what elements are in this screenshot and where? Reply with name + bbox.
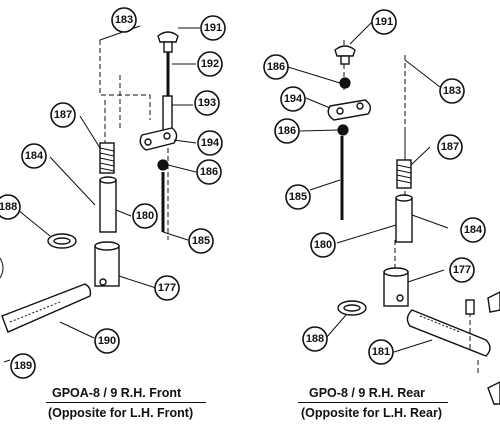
- svg-text:183: 183: [443, 85, 461, 97]
- callout-181: 181: [368, 339, 394, 365]
- svg-text:191: 191: [375, 16, 393, 28]
- svg-text:180: 180: [136, 210, 154, 222]
- svg-text:177: 177: [453, 264, 471, 276]
- callout-185-left: 185: [188, 228, 214, 254]
- svg-text:177: 177: [158, 282, 176, 294]
- callout-184-left: 184: [21, 143, 47, 169]
- small-pin-part: [465, 299, 475, 315]
- ball-part: [157, 159, 169, 171]
- knob-part: [157, 31, 179, 53]
- svg-text:186: 186: [267, 61, 285, 73]
- small-spring-part: [99, 142, 115, 174]
- svg-text:192: 192: [201, 58, 219, 70]
- svg-text:181: 181: [372, 346, 390, 358]
- svg-text:194: 194: [201, 137, 220, 149]
- link-plate-part-right: [327, 99, 372, 121]
- housing-part-right: [383, 267, 409, 307]
- ball-part-right-bottom: [337, 124, 349, 136]
- callout-185-right: 185: [285, 184, 311, 210]
- right-caption-subtitle: (Opposite for L.H. Rear): [301, 406, 442, 420]
- partial-callout-edge: [0, 257, 4, 279]
- left-caption-subtitle: (Opposite for L.H. Front): [48, 406, 194, 420]
- knob-part-right: [334, 45, 356, 65]
- callout-190: 190: [94, 328, 120, 354]
- svg-text:187: 187: [441, 141, 459, 153]
- clip-part-right: [337, 300, 367, 316]
- callout-189: 189: [10, 353, 36, 379]
- callout-188-left: 188: [0, 194, 21, 220]
- svg-text:187: 187: [54, 109, 72, 121]
- callout-194-right: 194: [280, 86, 306, 112]
- callout-183-left: 183: [111, 7, 137, 33]
- callout-186-left: 186: [196, 159, 222, 185]
- svg-text:194: 194: [284, 93, 303, 105]
- svg-text:189: 189: [14, 360, 32, 372]
- pin-part: [1, 283, 92, 333]
- callout-186-right-bottom: 186: [274, 118, 300, 144]
- callout-184-right: 184: [460, 217, 486, 243]
- ball-part-right-top: [339, 77, 351, 89]
- callout-180-left: 180: [132, 203, 158, 229]
- svg-text:191: 191: [204, 22, 222, 34]
- left-caption-rule: [46, 402, 206, 403]
- svg-text:186: 186: [278, 125, 296, 137]
- small-spring-part-right: [396, 159, 412, 189]
- callout-194-left: 194: [197, 130, 223, 156]
- callout-193: 193: [194, 90, 220, 116]
- spring-part: [162, 95, 173, 133]
- right-assembly: [287, 21, 500, 405]
- callout-183-right: 183: [439, 78, 465, 104]
- svg-text:184: 184: [464, 224, 483, 236]
- callout-191-right: 191: [371, 9, 397, 35]
- svg-text:193: 193: [198, 97, 216, 109]
- callout-192: 192: [197, 51, 223, 77]
- svg-text:184: 184: [25, 150, 44, 162]
- svg-text:188: 188: [0, 201, 17, 213]
- svg-text:180: 180: [314, 239, 332, 251]
- plunger-part-right: [395, 194, 413, 243]
- svg-text:186: 186: [200, 166, 218, 178]
- pin-part-right: [406, 309, 491, 357]
- svg-text:190: 190: [98, 335, 116, 347]
- callout-180-right: 180: [310, 232, 336, 258]
- callout-191-left: 191: [200, 15, 226, 41]
- svg-text:183: 183: [115, 14, 133, 26]
- right-caption-rule: [298, 402, 448, 403]
- callout-177-left: 177: [154, 275, 180, 301]
- link-plate-part: [139, 127, 178, 151]
- svg-text:185: 185: [192, 235, 210, 247]
- plunger-part: [99, 176, 117, 233]
- callout-188-right: 188: [302, 326, 328, 352]
- clip-part: [47, 233, 77, 249]
- left-assembly: [1, 25, 200, 363]
- svg-text:185: 185: [289, 191, 307, 203]
- callout-187-right: 187: [437, 134, 463, 160]
- left-caption-title: GPOA-8 / 9 R.H. Front: [52, 386, 182, 400]
- svg-text:188: 188: [306, 333, 324, 345]
- right-caption-title: GPO-8 / 9 R.H. Rear: [309, 386, 426, 400]
- callout-177-right: 177: [449, 257, 475, 283]
- callout-186-right-top: 186: [263, 54, 289, 80]
- callout-187-left: 187: [50, 102, 76, 128]
- housing-part: [94, 241, 120, 287]
